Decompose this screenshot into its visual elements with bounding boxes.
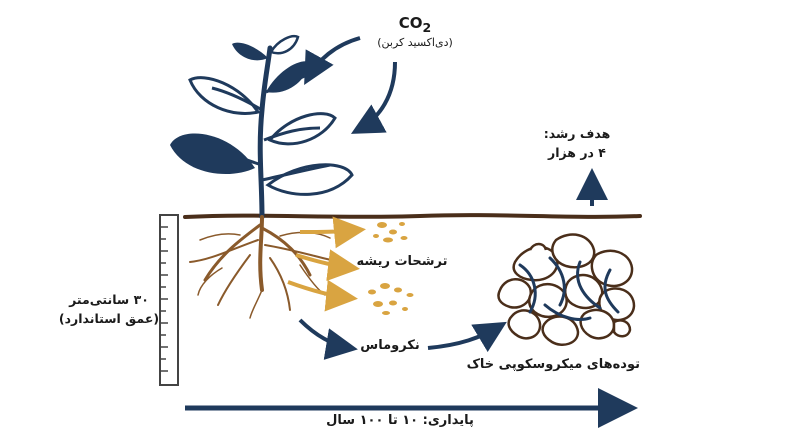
leaf-icon bbox=[170, 133, 255, 175]
depth-label: ۳۰ سانتی‌متر (عمق استاندارد) bbox=[58, 292, 160, 326]
co2-arrow-icon bbox=[350, 61, 397, 134]
exudate-arrow-icon bbox=[295, 249, 360, 282]
leaf-icon bbox=[267, 112, 337, 146]
leaf-icon bbox=[188, 76, 261, 115]
leaf-icon bbox=[232, 42, 268, 61]
fungal-hyphae-icon bbox=[518, 256, 620, 321]
leaf-icon bbox=[266, 61, 310, 93]
depth-ruler bbox=[159, 214, 179, 386]
exudate-arrow-icon bbox=[287, 279, 358, 312]
co2-name: (دی‌اکسید کربن) bbox=[377, 36, 453, 49]
soil-aggregates-label: توده‌های میکروسکوپی خاک bbox=[466, 357, 640, 372]
root-exudates-label: ترشحات ریشه bbox=[356, 254, 448, 269]
co2-arrow-icon bbox=[304, 36, 361, 85]
aggregate-arrow-icon bbox=[427, 321, 507, 353]
necromass-arrow-icon bbox=[298, 318, 358, 360]
soil-surface-line bbox=[183, 213, 642, 219]
persistence-label: پایداری: ۱۰ تا ۱۰۰ سال bbox=[326, 413, 474, 428]
roots bbox=[189, 215, 341, 319]
co2-label: CO2 (دی‌اکسید کربن) bbox=[355, 14, 475, 49]
soil-aggregates-icon bbox=[497, 233, 636, 346]
leaf-icon bbox=[265, 163, 354, 196]
growth-target-label: هدف رشد: ۴ در هزار bbox=[543, 126, 611, 160]
leaf-icon bbox=[269, 35, 300, 55]
exudate-particles-icon bbox=[368, 222, 414, 315]
necromass-label: نکروماس bbox=[360, 338, 420, 353]
exudate-arrow-icon bbox=[299, 216, 366, 249]
plant bbox=[170, 35, 354, 220]
